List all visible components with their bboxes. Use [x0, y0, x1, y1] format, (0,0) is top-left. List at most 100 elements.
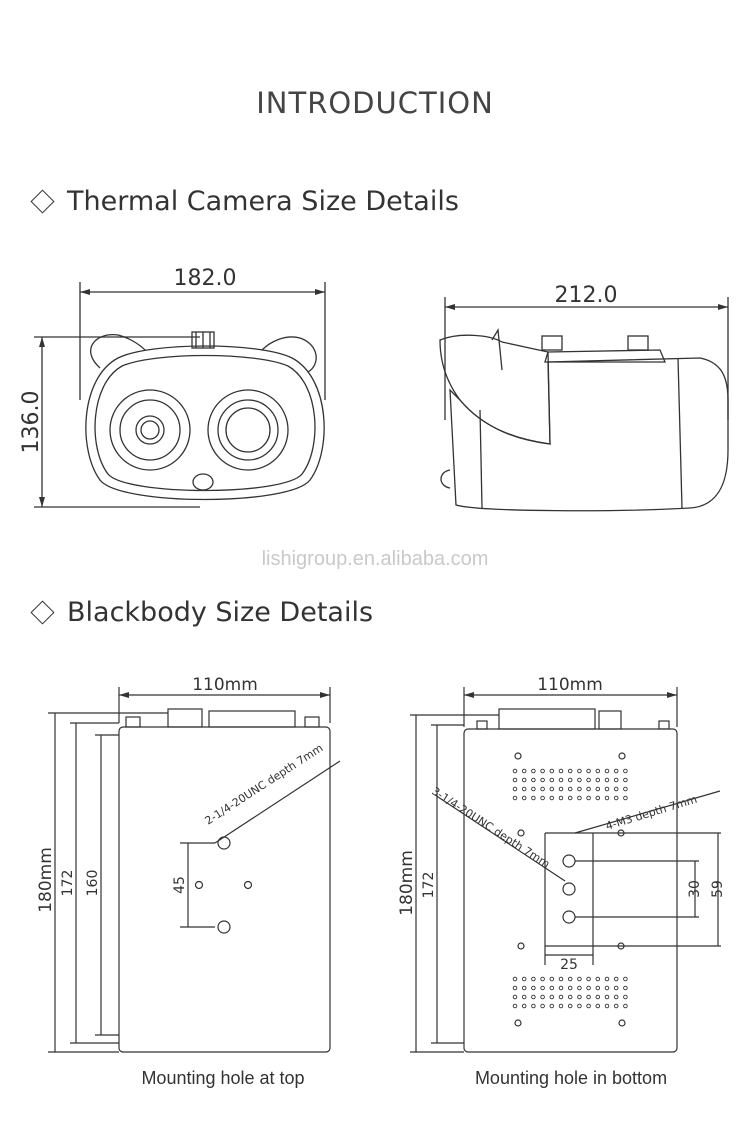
- vent-hole: [577, 795, 582, 801]
- vent-hole: [613, 994, 619, 1000]
- vent-hole: [586, 786, 591, 792]
- section-heading-camera: Thermal Camera Size Details: [28, 186, 459, 217]
- vent-hole: [549, 777, 555, 783]
- vent-hole: [540, 994, 545, 1000]
- vent-hole: [577, 1003, 582, 1009]
- blackbody-body: [118, 726, 331, 1053]
- vent-hole: [586, 777, 591, 783]
- dimension-label-height: 180mm: [397, 850, 417, 916]
- vent-hole: [540, 786, 545, 792]
- vent-hole: [586, 994, 591, 1000]
- vent-hole: [604, 768, 610, 774]
- vent-hole: [549, 994, 555, 1000]
- vent-hole: [540, 795, 545, 801]
- camera-lens-left: [109, 389, 191, 471]
- vent-hole: [521, 976, 527, 982]
- vent-hole: [613, 786, 619, 792]
- dimension-label-width: 110mm: [192, 675, 258, 695]
- vent-hole: [595, 786, 601, 792]
- camera-side-body: [449, 357, 729, 512]
- vent-hole: [577, 985, 582, 991]
- vent-hole: [577, 976, 582, 982]
- vent-hole: [623, 777, 628, 783]
- vent-hole: [623, 768, 628, 774]
- dimension-label-height: 136.0: [19, 391, 44, 454]
- blackbody-bottom-drawing: 110mm 180mm 172 30 59 25 3-1/4-20UNC dep…: [397, 675, 726, 1053]
- vent-hole: [604, 1003, 610, 1009]
- vent-hole: [512, 768, 518, 774]
- mounting-hole: [217, 920, 231, 934]
- vent-hole: [558, 777, 564, 783]
- vent-hole: [604, 976, 610, 982]
- dimension-label-width: 182.0: [174, 266, 237, 291]
- dimension-label-45: 45: [172, 876, 188, 894]
- camera-knob: [541, 335, 563, 351]
- mounting-hole: [217, 836, 231, 850]
- vent-hole: [531, 994, 536, 1000]
- diamond-icon: [30, 600, 55, 625]
- mounting-hole: [562, 882, 576, 896]
- camera-lens-right: [207, 389, 289, 471]
- mounting-hole: [517, 829, 525, 837]
- vent-grid-bottom: [512, 976, 628, 1009]
- vent-hole: [512, 795, 518, 801]
- vent-hole: [567, 985, 573, 991]
- camera-body: [85, 345, 325, 501]
- vent-hole: [595, 795, 601, 801]
- vent-hole: [531, 786, 536, 792]
- vent-hole: [613, 985, 619, 991]
- vent-hole: [613, 795, 619, 801]
- section-heading-label: Thermal Camera Size Details: [67, 186, 459, 217]
- vent-hole: [623, 1003, 628, 1009]
- caption-top: Mounting hole at top: [141, 1068, 305, 1088]
- vent-hole: [604, 985, 610, 991]
- page-title: INTRODUCTION: [256, 86, 494, 120]
- dimension-label-172: 172: [60, 870, 76, 897]
- vent-hole: [577, 777, 582, 783]
- vent-hole: [540, 1003, 545, 1009]
- camera-side-drawing: 212.0: [439, 283, 729, 512]
- vent-hole: [595, 1003, 601, 1009]
- vent-hole: [567, 976, 573, 982]
- vent-hole: [521, 777, 527, 783]
- vent-hole: [512, 777, 518, 783]
- vent-hole: [521, 985, 527, 991]
- vent-hole: [577, 768, 582, 774]
- mounting-hole: [517, 942, 525, 950]
- vent-hole: [512, 786, 518, 792]
- vent-hole: [558, 795, 564, 801]
- vent-hole: [613, 976, 619, 982]
- vent-hole: [586, 985, 591, 991]
- vent-hole: [549, 1003, 555, 1009]
- vent-hole: [577, 786, 582, 792]
- vent-hole: [613, 1003, 619, 1009]
- vent-hole: [595, 777, 601, 783]
- vent-hole: [521, 1003, 527, 1009]
- vent-hole: [595, 994, 601, 1000]
- vent-hole: [558, 768, 564, 774]
- vent-hole: [558, 994, 564, 1000]
- vent-hole: [623, 795, 628, 801]
- vent-hole: [512, 976, 518, 982]
- diamond-icon: [30, 189, 55, 214]
- vent-hole: [586, 795, 591, 801]
- vent-hole: [613, 777, 619, 783]
- vent-hole: [540, 976, 545, 982]
- mounting-hole: [194, 880, 204, 890]
- dimension-label-25: 25: [560, 957, 578, 973]
- vent-hole: [595, 768, 601, 774]
- vent-hole: [595, 985, 601, 991]
- hole-note: 2-1/4-20UNC depth 7mm: [203, 741, 326, 827]
- section-heading-label: Blackbody Size Details: [67, 597, 374, 628]
- dimension-label-160: 160: [85, 870, 101, 897]
- vent-hole: [604, 777, 610, 783]
- vent-hole: [604, 994, 610, 1000]
- vent-hole: [531, 795, 536, 801]
- vent-hole: [577, 994, 582, 1000]
- vent-hole: [623, 976, 628, 982]
- vent-hole: [521, 994, 527, 1000]
- vent-hole: [604, 795, 610, 801]
- vent-hole: [567, 994, 573, 1000]
- vent-hole: [558, 985, 564, 991]
- vent-hole: [549, 795, 555, 801]
